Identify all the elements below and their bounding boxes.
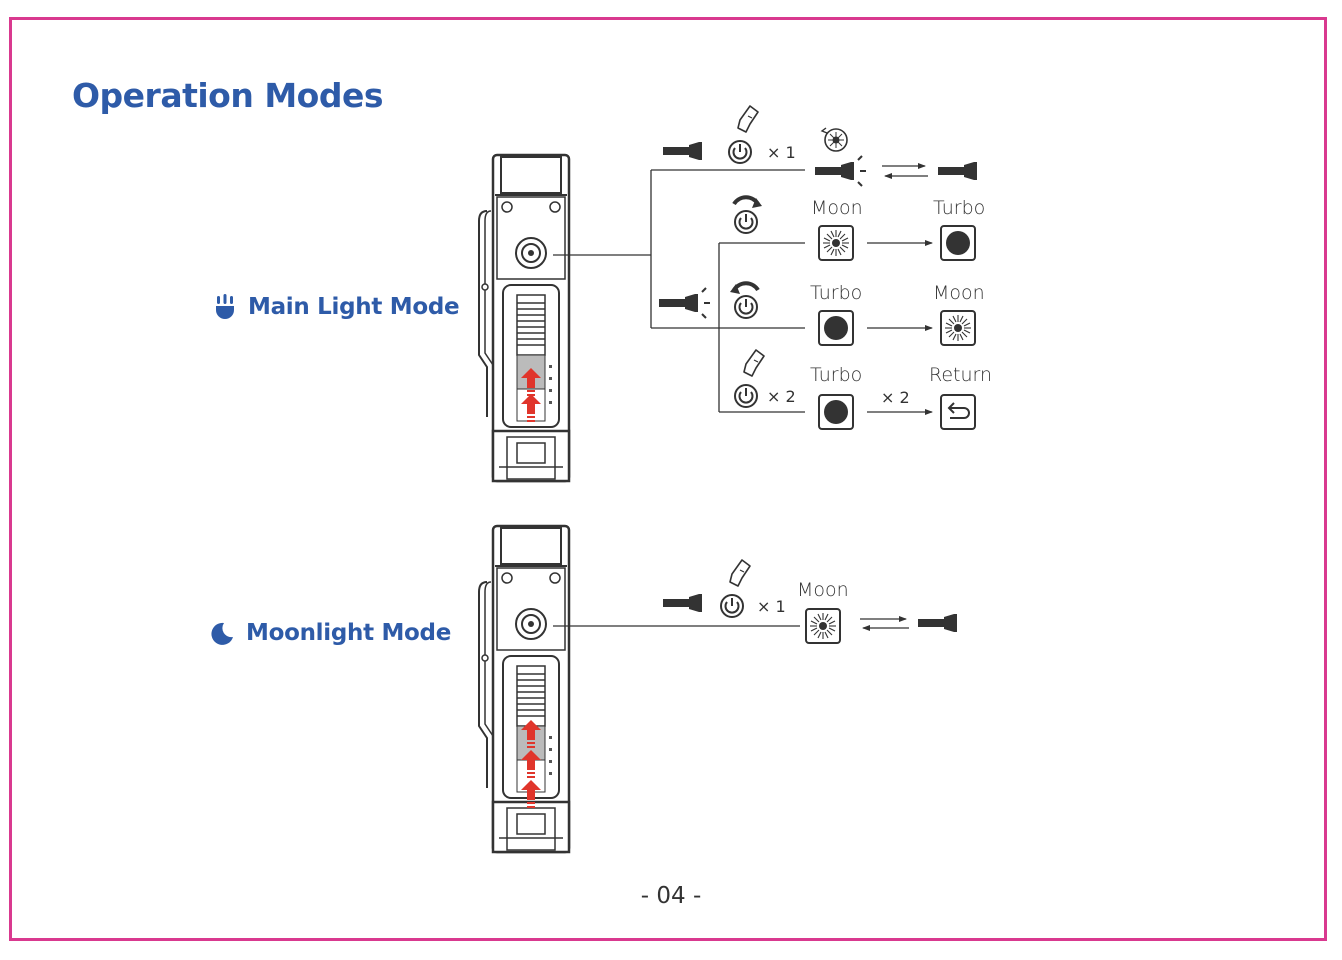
moonlight-mode-label: Moonlight Mode bbox=[210, 620, 451, 646]
long-press-counterclockwise-icon bbox=[730, 281, 760, 319]
page-title: Operation Modes bbox=[72, 76, 384, 115]
press-count-label: × 1 bbox=[767, 143, 796, 162]
level-label: Moon bbox=[811, 197, 863, 219]
moon-level-icon bbox=[805, 608, 841, 644]
turbo-level-icon bbox=[818, 394, 854, 430]
power-button-icon bbox=[728, 140, 752, 164]
moon-level-icon bbox=[818, 225, 854, 261]
level-label: Moon bbox=[933, 282, 985, 304]
moon-level-icon bbox=[940, 310, 976, 346]
finger-press-icon bbox=[743, 349, 765, 377]
device-main-light bbox=[477, 153, 571, 483]
turbo-level-icon bbox=[940, 225, 976, 261]
page-number: - 04 - bbox=[640, 883, 702, 909]
level-label: Turbo bbox=[810, 364, 863, 386]
level-label: Turbo bbox=[810, 282, 863, 304]
power-button-icon bbox=[734, 384, 758, 408]
flashlight-off-icon bbox=[663, 142, 702, 160]
press-count-label: × 2 bbox=[767, 387, 796, 406]
flashlight-on-icon bbox=[659, 287, 710, 319]
main-flow-lines bbox=[553, 169, 933, 415]
press-count-label: × 1 bbox=[757, 597, 786, 616]
level-label: Moon bbox=[797, 579, 849, 601]
finger-press-icon bbox=[729, 559, 751, 587]
device-moonlight bbox=[477, 524, 571, 854]
main-light-mode-text: Main Light Mode bbox=[248, 294, 460, 320]
flashlight-off-icon bbox=[918, 614, 957, 632]
power-button-icon bbox=[720, 594, 744, 618]
toggle-arrows-icon bbox=[860, 616, 909, 631]
flashlight-on-icon bbox=[815, 155, 866, 187]
flashlight-off-icon bbox=[938, 162, 977, 180]
page-frame bbox=[9, 17, 1327, 941]
moonlight-mode-text: Moonlight Mode bbox=[246, 620, 452, 646]
light-beam-icon bbox=[216, 294, 234, 319]
crescent-moon-icon bbox=[211, 622, 233, 645]
brightness-cycle-icon bbox=[820, 127, 848, 152]
finger-press-icon bbox=[737, 105, 759, 133]
main-light-mode-label: Main Light Mode bbox=[214, 294, 460, 320]
press-count-label: × 2 bbox=[881, 388, 910, 407]
level-label: Return bbox=[929, 364, 993, 386]
level-label: Turbo bbox=[933, 197, 986, 219]
return-icon bbox=[940, 394, 976, 430]
flashlight-off-icon bbox=[663, 594, 702, 612]
turbo-level-icon bbox=[818, 310, 854, 346]
toggle-arrows-icon bbox=[882, 163, 928, 179]
long-press-clockwise-icon bbox=[732, 195, 762, 234]
